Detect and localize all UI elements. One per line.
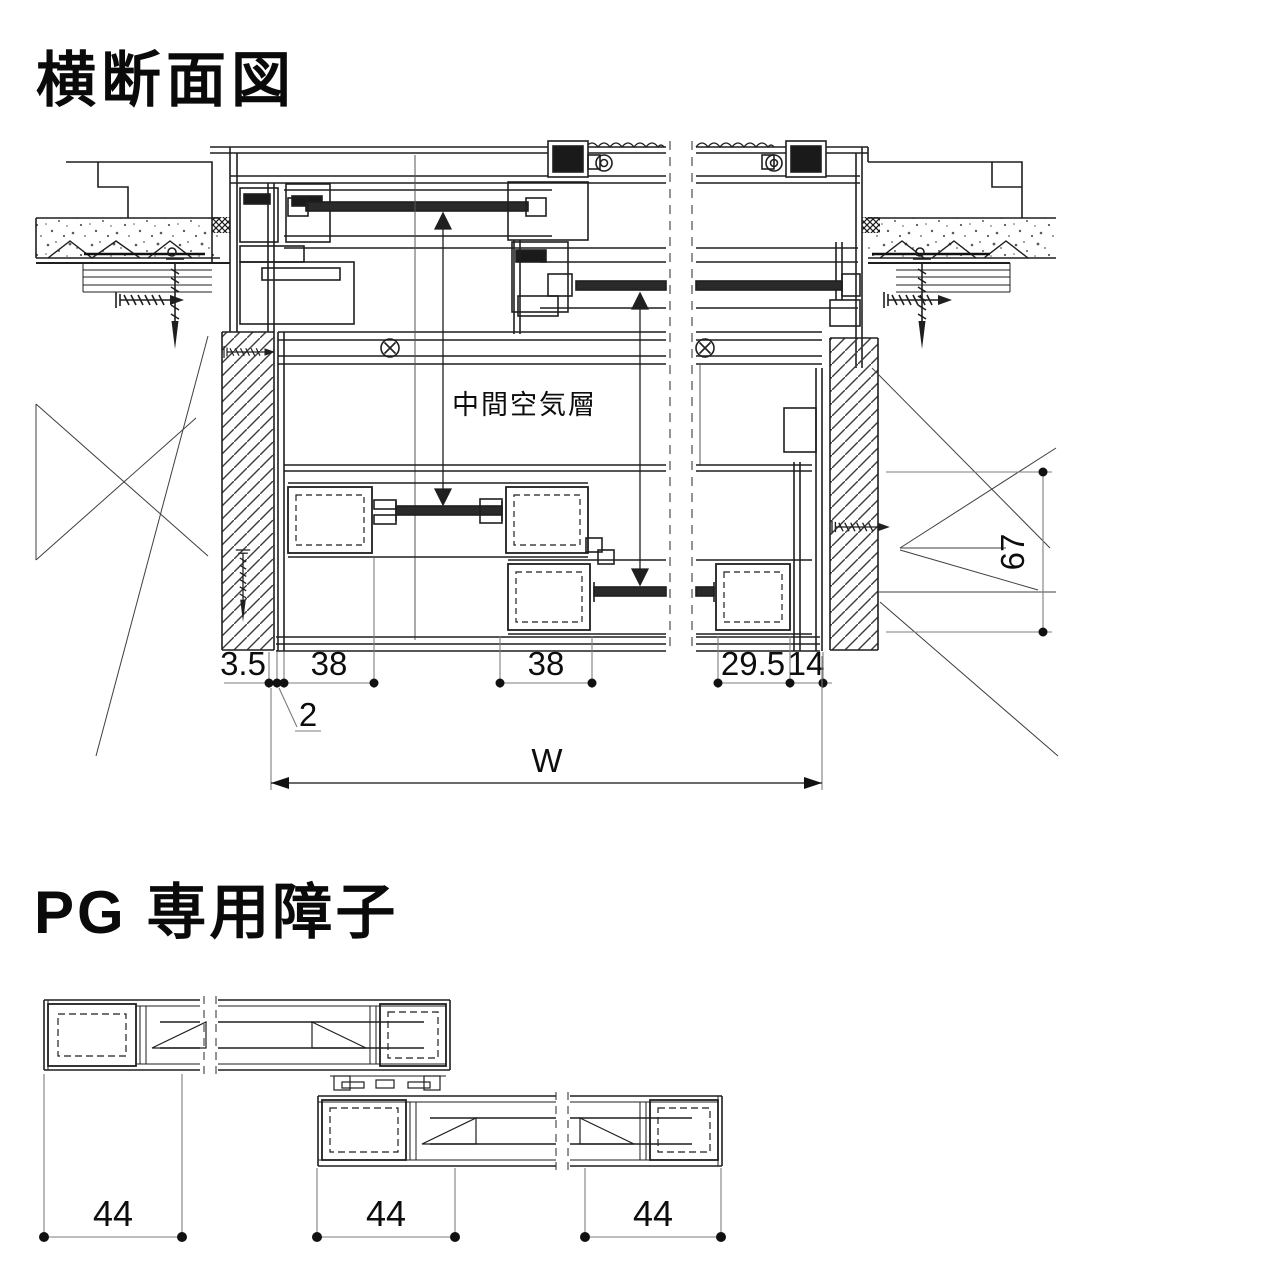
- glass-pane-outer-2: [575, 280, 667, 291]
- dim-label-38-left: 38: [311, 645, 348, 682]
- spacing-arrows: [433, 211, 650, 587]
- dimension-row: 3.5 38 38 29.5 14 2: [220, 558, 832, 733]
- arrow-down-icon: [630, 568, 650, 587]
- pg-sash-view: 44 44 44: [39, 996, 726, 1242]
- exterior-wall-right: [829, 161, 1059, 757]
- sash-dim-44-1: 44: [93, 1193, 133, 1234]
- backer-rod-icon: [862, 217, 880, 233]
- air-layer: [239, 155, 822, 640]
- backer-rod-icon: [212, 217, 230, 233]
- inner-window: [276, 332, 823, 652]
- pg-lower-sash: [317, 1095, 723, 1167]
- sash-dim-44-2: 44: [366, 1193, 406, 1234]
- mortar-band: [36, 218, 220, 258]
- break-lines: [669, 141, 693, 652]
- dim-label-29-5: 29.5: [721, 645, 785, 682]
- screw-icon: [115, 291, 185, 309]
- glass-pane-outer-1: [305, 201, 529, 212]
- cross-section-view: 中間空気層: [35, 140, 1059, 790]
- arrow-up-icon: [630, 291, 650, 310]
- mortar-band: [868, 218, 1056, 258]
- width-label: W: [531, 742, 563, 779]
- arrow-up-icon: [433, 211, 453, 230]
- page-title-cross-section: 横断面図: [36, 47, 296, 114]
- arrow-left-icon: [271, 777, 289, 789]
- dim-label-3-5: 3.5: [220, 645, 266, 682]
- screw-icon: [165, 258, 185, 350]
- gap-label-2: 2: [299, 696, 317, 733]
- air-layer-label: 中間空気層: [452, 390, 597, 420]
- roller-block-icon: [790, 145, 822, 173]
- pg-upper-sash: [43, 999, 451, 1091]
- glass-pane-outer-2: [695, 280, 843, 291]
- page-title-pg-shoji: PG 専用障子: [34, 879, 399, 946]
- roller-block-icon: [552, 145, 584, 173]
- arrow-down-icon: [433, 488, 453, 507]
- screw-head-icon: [380, 338, 400, 358]
- glass-pane-inner-2: [593, 586, 667, 597]
- height-dimension: 67: [886, 467, 1052, 637]
- sash-dim-44-3: 44: [633, 1193, 673, 1234]
- glass-pane-inner-1: [395, 505, 503, 516]
- screw-head-icon: [695, 338, 715, 358]
- wall-hatch: [222, 332, 274, 650]
- dim-label-38-right: 38: [528, 645, 565, 682]
- outer-window-frame: [210, 140, 869, 368]
- dim-label-14: 14: [788, 645, 825, 682]
- arrow-right-icon: [804, 777, 822, 789]
- glass-pane-inner-2: [695, 586, 715, 597]
- exterior-wall-left: [35, 161, 276, 757]
- width-dimension: W: [270, 656, 823, 790]
- wall-hatch: [830, 338, 878, 650]
- height-label-67: 67: [994, 534, 1031, 571]
- screw-icon: [912, 258, 932, 350]
- pg-dimensions: 44 44 44: [39, 1074, 726, 1242]
